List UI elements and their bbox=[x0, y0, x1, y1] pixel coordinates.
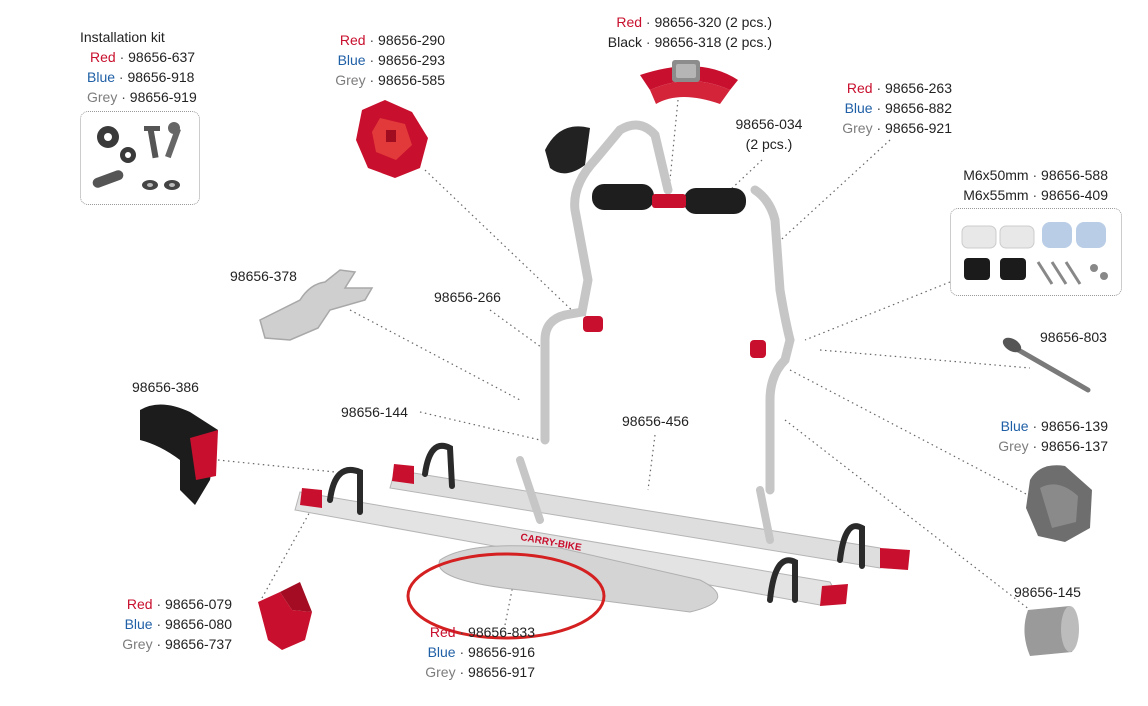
installation-kit-label: Installation kit Red · 98656-637 Blue · … bbox=[80, 27, 197, 107]
strap-top-part bbox=[640, 60, 738, 104]
installation-kit-grey: Grey · 98656-919 bbox=[87, 89, 197, 105]
cap-145-part bbox=[1024, 606, 1079, 656]
knob-part bbox=[356, 100, 428, 178]
foam-label: 98656-034 (2 pcs.) bbox=[735, 116, 803, 152]
part-378-label: 98656-378 bbox=[230, 268, 297, 284]
leader-cover bbox=[771, 139, 891, 249]
bike-rack-frame bbox=[294, 120, 910, 613]
leader-strap bbox=[667, 99, 679, 201]
hardware-set-box bbox=[950, 208, 1122, 296]
leader-139 bbox=[789, 369, 1029, 496]
leader-lines bbox=[217, 99, 1031, 626]
bolt-803-part bbox=[1002, 337, 1091, 393]
leader-266 bbox=[489, 309, 546, 351]
part-456-label: 98656-456 bbox=[622, 413, 689, 429]
bracket-378-part bbox=[259, 269, 374, 341]
wheel-holder-079-part bbox=[258, 582, 312, 650]
installation-kit-box bbox=[80, 111, 200, 205]
leader-144 bbox=[419, 411, 541, 441]
end-cap-139-part bbox=[1026, 465, 1092, 542]
part-803-label: 98656-803 bbox=[1040, 329, 1107, 345]
leader-803 bbox=[819, 349, 1031, 369]
part-144-label: 98656-144 bbox=[341, 404, 408, 420]
part-266-label: 98656-266 bbox=[434, 289, 501, 305]
cover-right-label: Red · 98656-263 Blue · 98656-882 Grey · … bbox=[842, 80, 952, 136]
leader-knob bbox=[424, 169, 581, 319]
leader-386 bbox=[217, 459, 336, 473]
installation-kit-red: Red · 98656-637 bbox=[90, 49, 196, 65]
part-386-label: 98656-386 bbox=[132, 379, 199, 395]
hardware-set-parts bbox=[961, 222, 1108, 285]
leader-378 bbox=[349, 309, 521, 401]
strap-386-part bbox=[140, 404, 218, 505]
leader-079 bbox=[261, 507, 313, 599]
highlight-circle bbox=[406, 552, 606, 640]
rail-stop-label: Red · 98656-833 Blue · 98656-916 Grey · … bbox=[425, 624, 535, 680]
knob-label: Red · 98656-290 Blue · 98656-293 Grey · … bbox=[335, 32, 445, 88]
installation-kit-blue: Blue · 98656-918 bbox=[87, 69, 195, 85]
installation-kit-title: Installation kit bbox=[80, 29, 165, 45]
leader-456 bbox=[647, 434, 656, 491]
screws-label: M6x50mm · 98656-588 M6x55mm · 98656-409 bbox=[963, 167, 1108, 203]
leader-screws bbox=[804, 281, 951, 341]
wheel-holder-label: Red · 98656-079 Blue · 98656-080 Grey · … bbox=[122, 596, 232, 652]
strap-top-label: Red · 98656-320 (2 pcs.) Black · 98656-3… bbox=[607, 14, 772, 50]
installation-kit-parts bbox=[92, 122, 181, 190]
part-145-label: 98656-145 bbox=[1014, 584, 1081, 600]
leader-145 bbox=[784, 419, 1031, 611]
end-cap-label: Blue · 98656-139 Grey · 98656-137 bbox=[998, 418, 1108, 454]
